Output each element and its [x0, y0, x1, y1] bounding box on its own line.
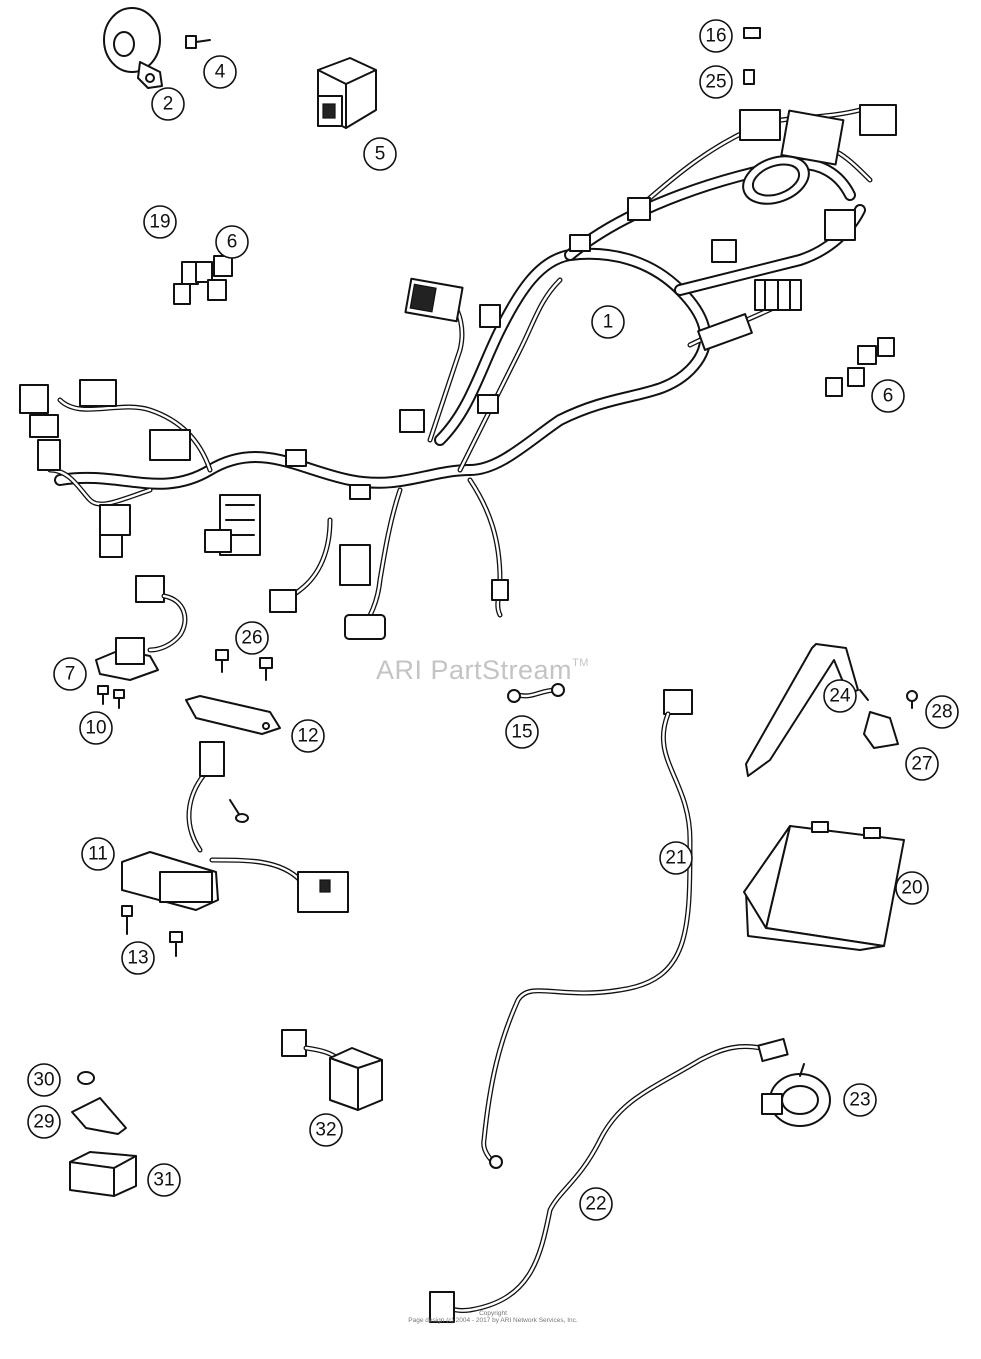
fuse-part-25[interactable] — [743, 69, 755, 85]
callout-27: 27 — [905, 747, 939, 781]
fuse-part-6-left[interactable] — [195, 255, 233, 301]
callout-13: 13 — [121, 941, 155, 975]
callout-12: 12 — [291, 719, 325, 753]
callout-28: 28 — [925, 695, 959, 729]
horn-part-23[interactable] — [761, 1063, 831, 1127]
fuse-part-16[interactable] — [743, 27, 761, 39]
fuse-part-6-right[interactable] — [825, 337, 895, 397]
callout-2: 2 — [151, 87, 185, 121]
battery-cable-part-21[interactable] — [481, 689, 693, 1169]
bolts-part-13[interactable] — [121, 905, 183, 957]
screws-part-26[interactable] — [215, 649, 273, 681]
callout-10: 10 — [79, 711, 113, 745]
callout-22-label: 22 — [585, 1194, 606, 1215]
callout-28-label: 28 — [931, 702, 952, 723]
screw-part-30[interactable] — [77, 1071, 95, 1085]
bracket-part-12[interactable] — [185, 695, 281, 735]
bracket-part-29[interactable] — [71, 1097, 127, 1135]
callout-5-label: 5 — [375, 144, 386, 165]
callout-13-label: 13 — [127, 948, 148, 969]
callout-32: 32 — [309, 1113, 343, 1147]
callout-6-left-label: 6 — [227, 232, 238, 253]
callout-29-label: 29 — [33, 1112, 54, 1133]
callout-1-label: 1 — [603, 312, 614, 333]
horn-part[interactable] — [103, 7, 163, 89]
regulator-part-11[interactable] — [121, 741, 349, 913]
horn-cable-part-22[interactable] — [429, 1037, 789, 1323]
callout-21: 21 — [659, 841, 693, 875]
callout-29: 29 — [27, 1105, 61, 1139]
callout-27-label: 27 — [911, 754, 932, 775]
battery-strap-part-24[interactable] — [745, 643, 869, 777]
callout-19: 19 — [143, 205, 177, 239]
callout-12-label: 12 — [297, 726, 318, 747]
callout-16: 16 — [699, 19, 733, 53]
callout-15: 15 — [505, 715, 539, 749]
callout-4-label: 4 — [215, 62, 226, 83]
callout-7: 7 — [53, 657, 87, 691]
callout-4: 4 — [203, 55, 237, 89]
copyright-line-2: Page design (c) 2004 - 2017 by ARI Netwo… — [408, 1317, 578, 1324]
bracket-part-27[interactable] — [863, 711, 899, 749]
callout-25: 25 — [699, 65, 733, 99]
watermark-text: ARI PartStreamTM — [376, 655, 589, 686]
copyright-notice: Copyright Page design (c) 2004 - 2017 by… — [388, 1310, 598, 1324]
screw-part-28[interactable] — [906, 690, 918, 709]
callout-10-label: 10 — [85, 718, 106, 739]
callout-5: 5 — [363, 137, 397, 171]
callout-21-label: 21 — [665, 848, 686, 869]
module-part-32[interactable] — [281, 1029, 383, 1111]
callout-15-label: 15 — [511, 722, 532, 743]
screws-part-10[interactable] — [97, 685, 125, 709]
callout-31-label: 31 — [153, 1170, 174, 1191]
fuse-part-19[interactable] — [173, 261, 199, 305]
relay-part-5[interactable] — [317, 57, 377, 129]
sensor-part-7[interactable] — [95, 575, 188, 681]
watermark-brand: ARI PartStream — [376, 655, 573, 685]
callout-16-label: 16 — [705, 26, 726, 47]
callout-31: 31 — [147, 1163, 181, 1197]
callout-22: 22 — [579, 1187, 613, 1221]
callout-6-right: 6 — [871, 379, 905, 413]
copyright-line-1: Copyright — [479, 1310, 507, 1317]
callout-24-label: 24 — [829, 686, 851, 707]
main-wiring-harness[interactable] — [19, 104, 897, 640]
callout-23-label: 23 — [849, 1090, 870, 1111]
callout-20-label: 20 — [901, 878, 922, 899]
callout-7-label: 7 — [65, 664, 76, 685]
callout-24: 24 — [823, 679, 857, 713]
callout-30-label: 30 — [33, 1070, 54, 1091]
bolt-part-4[interactable] — [185, 35, 211, 49]
callout-11-label: 11 — [88, 844, 108, 865]
battery-part-20[interactable] — [743, 821, 905, 951]
callout-6-left: 6 — [215, 225, 249, 259]
ground-cable-part-15[interactable] — [507, 683, 565, 703]
callout-26: 26 — [235, 621, 269, 655]
watermark-trademark: TM — [572, 657, 589, 669]
callout-26-label: 26 — [241, 628, 262, 649]
callout-19-label: 19 — [149, 212, 170, 233]
callout-30: 30 — [27, 1063, 61, 1097]
callout-6-right-label: 6 — [883, 386, 894, 407]
callout-1: 1 — [591, 305, 625, 339]
callout-20: 20 — [895, 871, 929, 905]
callout-25-label: 25 — [705, 72, 726, 93]
callout-2-label: 2 — [163, 94, 174, 115]
callout-23: 23 — [843, 1083, 877, 1117]
callout-32-label: 32 — [315, 1120, 336, 1141]
callout-11: 11 — [81, 837, 115, 871]
module-part-31[interactable] — [69, 1151, 137, 1197]
